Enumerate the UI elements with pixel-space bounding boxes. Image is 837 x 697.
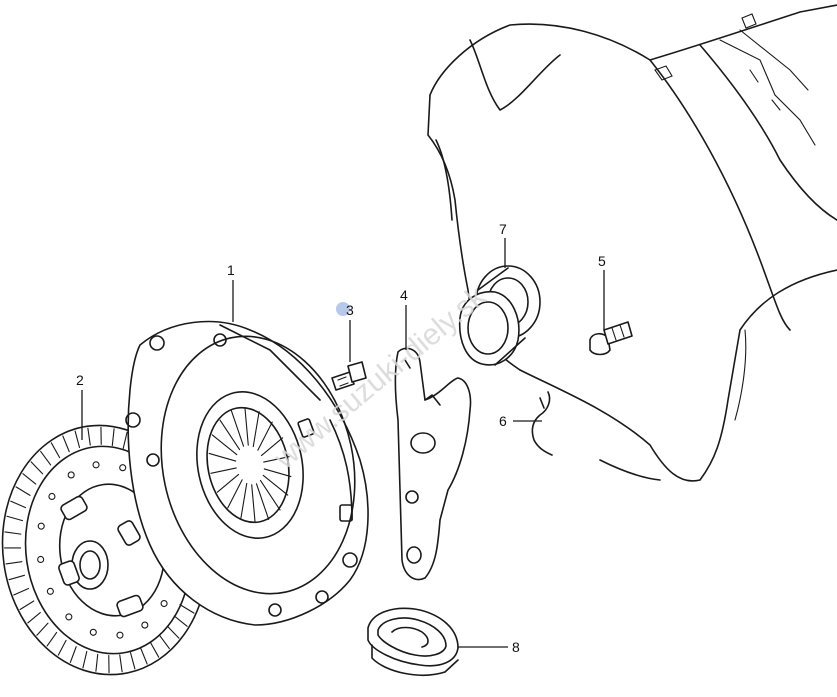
callout-label-6[interactable]: 6 [499,413,507,429]
bolt-part-3 [331,361,367,391]
friction-segment-line [111,428,115,447]
spring-finger-line [251,484,256,523]
friction-segment-line [140,647,148,665]
disc-rivet [48,492,56,501]
disc-rivet [89,628,97,636]
release-fork [394,347,472,581]
callout-label-1[interactable]: 1 [227,262,235,278]
friction-segment-line [95,653,99,672]
friction-segment-line [129,651,136,670]
spring-finger-line [255,483,270,520]
diaphragm-spring-fingers [208,407,292,523]
friction-segment-line [82,650,88,669]
callout-label-5[interactable]: 5 [598,253,606,269]
disc-rivet [160,599,168,608]
friction-segment-line [57,639,67,656]
callouts: 1 2 3 4 5 6 7 8 [76,221,606,655]
fork-boot-seal [367,607,459,676]
friction-segment-line [46,631,58,647]
spring-finger-line [244,407,249,446]
friction-segment-line [13,587,30,596]
friction-segment-line [40,450,52,466]
disc-rivet [67,471,75,479]
spring-finger-line [210,467,237,474]
disc-rivet [37,555,45,564]
disc-rivet [37,522,45,530]
release-bearing [458,265,541,366]
disc-rivet [119,464,127,472]
friction-segment-line [74,430,81,449]
transmission-housing [427,4,837,482]
friction-segment-line [8,574,26,581]
spring-finger-line [227,479,243,509]
friction-segment-line [62,435,70,453]
spring-finger-line [263,456,290,463]
callout-label-8[interactable]: 8 [512,639,520,655]
spring-finger-line [262,474,289,496]
hotspot-marker-3[interactable] [336,302,350,316]
friction-segment-line [15,486,31,496]
callout-label-7[interactable]: 7 [499,221,507,237]
callout-label-3[interactable]: 3 [346,302,354,318]
friction-segment-line [122,431,128,450]
friction-segment-line [27,612,41,624]
friction-segment-line [166,625,180,639]
friction-segment-line [158,634,170,650]
disc-rivet [46,587,54,595]
friction-segment-line [87,427,91,446]
friction-segment-line [6,515,24,522]
spring-finger-line [240,482,248,519]
spring-finger-line [230,410,245,447]
callout-label-2[interactable]: 2 [76,372,84,388]
disc-rivet [92,461,100,469]
friction-segment-line [173,615,188,627]
retaining-clip [531,391,553,456]
disc-rivet [116,631,124,639]
friction-segment-line [5,561,23,565]
bolt-part-5 [589,321,633,356]
spring-finger-line [219,419,241,451]
spring-finger-line [252,411,260,448]
friction-segment-line [69,646,77,663]
spring-finger-line [216,473,240,493]
spring-finger-line [257,421,273,451]
spring-finger-line [263,468,292,478]
friction-segment-line [179,604,195,614]
pressure-plate [125,320,369,626]
friction-segment-line [50,442,61,459]
friction-segment-line [19,600,35,611]
friction-segment-line [149,641,160,658]
friction-segment-line [119,654,123,673]
friction-segment-line [30,461,44,475]
spring-finger-line [208,452,237,462]
friction-segment-line [22,473,37,485]
callout-label-4[interactable]: 4 [400,287,408,303]
spring-finger-line [211,434,238,456]
disc-rivet [141,621,149,629]
disc-rivet [65,613,73,621]
friction-segment-line [36,622,49,636]
spring-finger-line [259,479,281,511]
spring-finger-line [260,437,284,457]
friction-segment-line [4,531,22,535]
friction-segment-line [10,500,27,509]
